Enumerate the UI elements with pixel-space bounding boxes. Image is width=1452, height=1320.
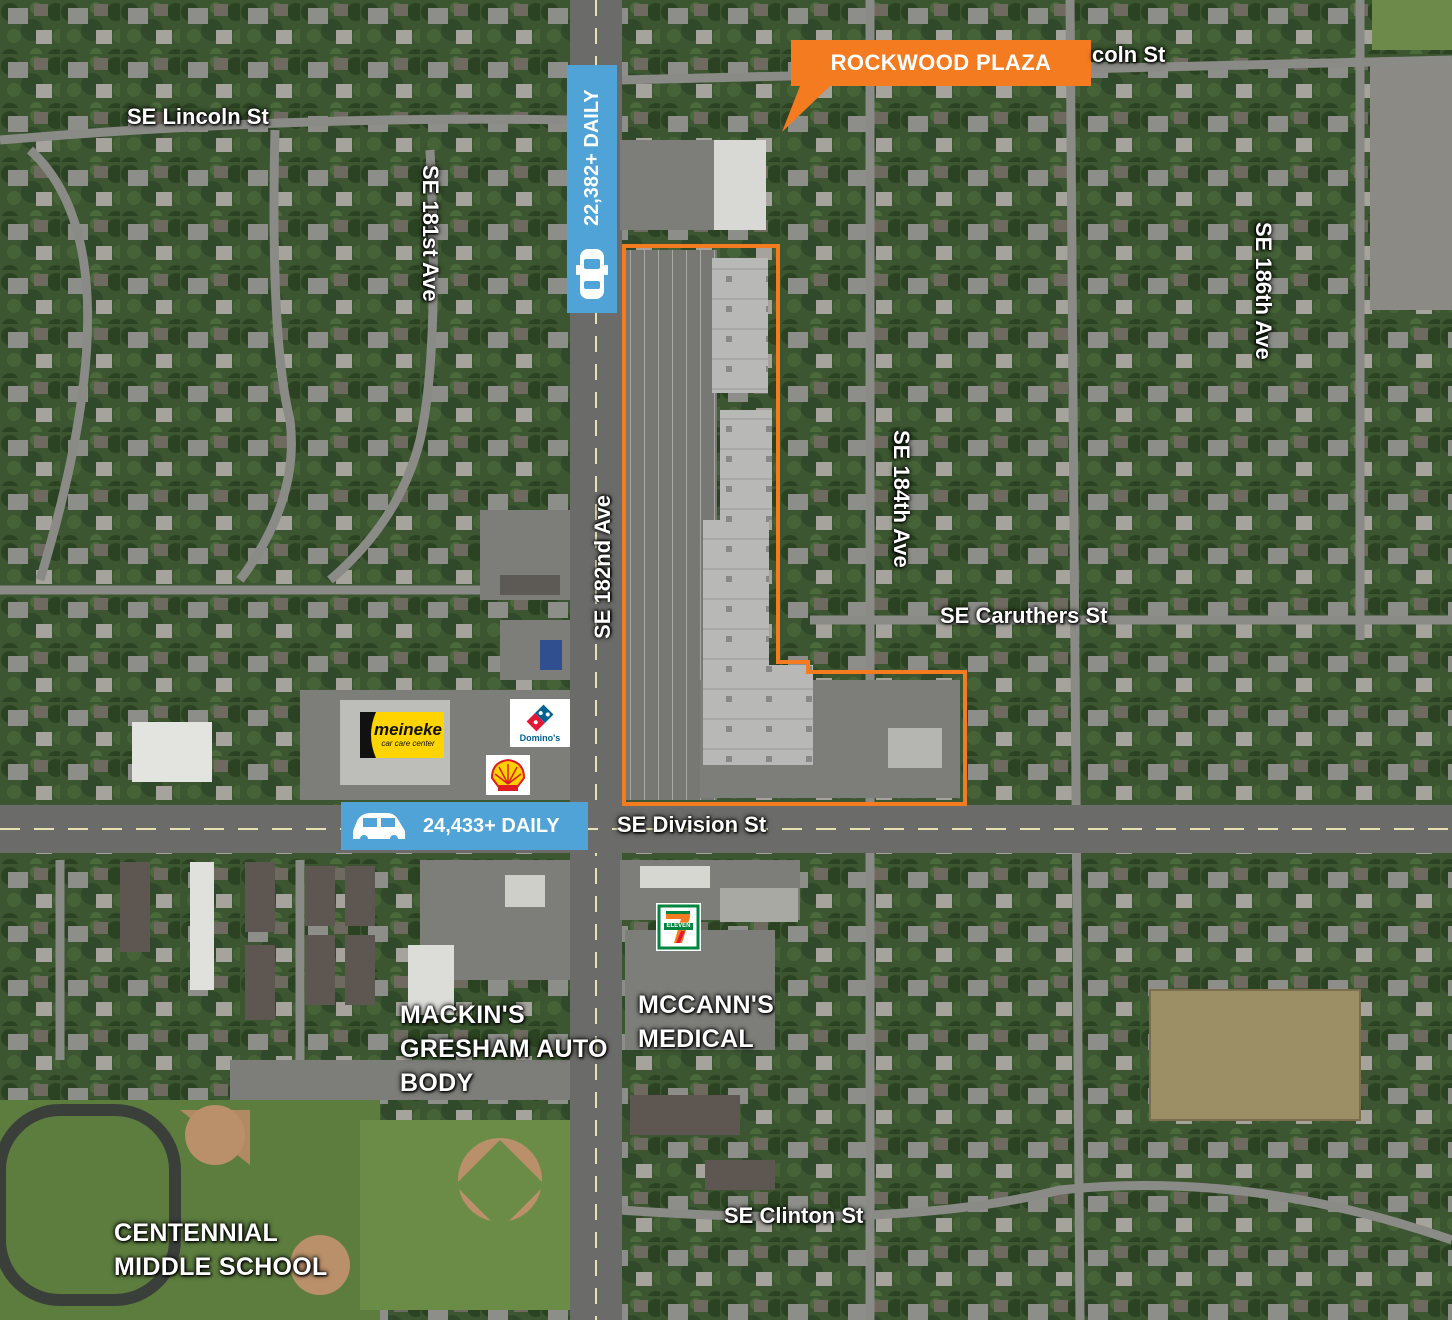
seven-eleven-logo-text: ELEVEN	[666, 923, 691, 929]
street-label-division: SE Division St	[617, 812, 767, 837]
place-label-mccanns-line2: MEDICAL	[638, 1025, 754, 1053]
street-label-lincoln-west: SE Lincoln St	[127, 104, 269, 129]
street-label-lincoln-east: coln St	[1092, 42, 1166, 67]
street-label-caruthers: SE Caruthers St	[940, 603, 1108, 628]
place-label-school-line1: CENTENNIAL	[114, 1219, 279, 1247]
traffic-count-north-south-label: 22,382+ DAILY	[581, 89, 603, 227]
car-icon	[353, 813, 405, 843]
traffic-count-north-south: 22,382+ DAILY	[567, 65, 617, 313]
place-label-mackins-line1: MACKIN'S	[400, 1001, 526, 1029]
traffic-count-east-west: 24,433+ DAILY	[341, 802, 588, 850]
shell-logo	[486, 755, 530, 795]
shell-logo-icon	[490, 758, 526, 791]
place-label-mackins-line2: GRESHAM AUTO	[400, 1035, 608, 1063]
street-label-clinton: SE Clinton St	[724, 1203, 864, 1228]
place-label-mackins: MACKIN'S GRESHAM AUTO BODY	[400, 998, 608, 1100]
meineke-logo-text: meineke	[373, 720, 443, 739]
street-label-186th-ave: SE 186th Ave	[1251, 222, 1276, 360]
street-label-181st-ave: SE 181st Ave	[418, 165, 443, 302]
place-label-mccanns-line1: MCCANN'S	[638, 991, 775, 1019]
dominos-logo: Domino's	[510, 699, 570, 747]
street-label-182nd-ave: SE 182nd Ave	[590, 495, 615, 639]
car-icon	[576, 249, 608, 299]
rockwood-plaza-callout: ROCKWOOD PLAZA	[791, 40, 1091, 86]
seven-eleven-logo-icon	[657, 904, 700, 950]
street-label-184th-ave: SE 184th Ave	[889, 430, 914, 568]
dominos-logo-text: Domino's	[519, 733, 561, 743]
seven-eleven-logo: ELEVEN	[656, 903, 701, 951]
traffic-count-east-west-label: 24,433+ DAILY	[423, 815, 560, 837]
place-label-mackins-line3: BODY	[400, 1069, 474, 1097]
meineke-logo: meineke car care center	[360, 712, 444, 758]
callout-title: ROCKWOOD PLAZA	[830, 50, 1052, 75]
place-label-school: CENTENNIAL MIDDLE SCHOOL	[114, 1216, 328, 1284]
meineke-logo-subtext: car care center	[381, 739, 435, 748]
place-label-mccanns: MCCANN'S MEDICAL	[638, 988, 774, 1056]
place-label-school-line2: MIDDLE SCHOOL	[114, 1253, 328, 1281]
dominos-logo-icon	[526, 704, 554, 732]
rockwood-plaza-boundary	[622, 244, 967, 806]
meineke-logo-icon	[360, 712, 376, 758]
